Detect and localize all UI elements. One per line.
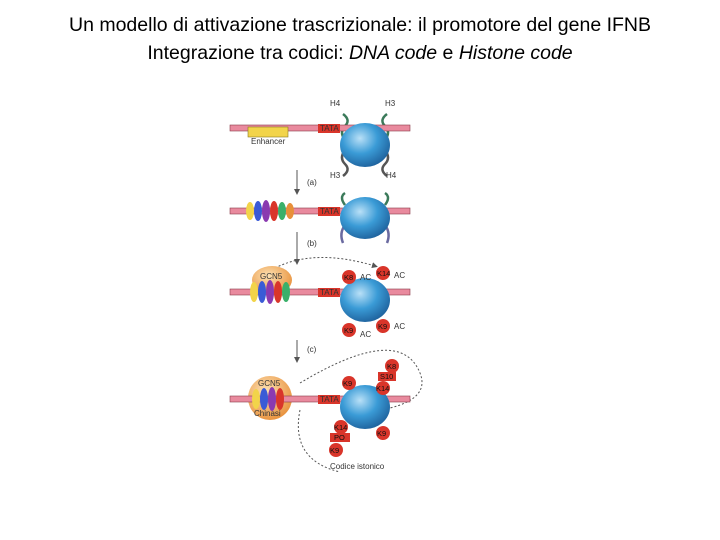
step-c-label: (c) bbox=[307, 345, 317, 354]
h4-top-label: H4 bbox=[330, 99, 341, 108]
mark-k14c: K14 bbox=[334, 423, 347, 432]
nucleosome bbox=[340, 278, 390, 322]
row-b-enhanceosome: TATA bbox=[229, 191, 411, 244]
h4-bottom-label: H4 bbox=[386, 171, 397, 180]
enhanceosome-protein bbox=[282, 282, 290, 302]
enhanceosome-protein bbox=[266, 280, 274, 304]
po-label: PO bbox=[334, 433, 345, 442]
acetyl-mark bbox=[342, 270, 356, 284]
mark-k9d: K9 bbox=[330, 446, 339, 455]
enhanceosome-protein bbox=[274, 281, 282, 303]
acetyl-mark bbox=[342, 376, 356, 390]
mark-k14b: K14 bbox=[376, 384, 389, 393]
h3-top-label: H3 bbox=[385, 99, 396, 108]
enhanceosome-protein bbox=[252, 389, 260, 409]
enhanceosome-protein bbox=[270, 201, 278, 221]
tata-box bbox=[318, 395, 340, 404]
mark-k9c: K9 bbox=[343, 379, 352, 388]
nucleosome bbox=[340, 123, 390, 167]
kinase-arrow bbox=[297, 409, 341, 473]
acetyl-mark bbox=[342, 323, 356, 337]
tata-box bbox=[318, 124, 340, 133]
title-prefix: Integrazione tra codici: bbox=[147, 42, 349, 64]
ac-label: AC bbox=[360, 273, 371, 282]
histone-code-caption: Codice istonico bbox=[330, 462, 385, 471]
phospho-mark bbox=[378, 372, 396, 381]
gcn5-recruit-arrow bbox=[274, 256, 378, 269]
acetyl-mark bbox=[329, 443, 343, 457]
tata-label: TATA bbox=[320, 124, 339, 133]
kinase-label: Chinasi bbox=[254, 409, 281, 418]
mark-k8: K8 bbox=[344, 273, 353, 282]
mark-k14: K14 bbox=[377, 269, 390, 278]
ac-label: AC bbox=[394, 271, 405, 280]
kinase-arrow bbox=[299, 349, 423, 409]
nucleosome bbox=[340, 197, 390, 239]
enhancer-box bbox=[247, 126, 289, 138]
tata-box bbox=[318, 288, 340, 297]
acetyl-mark bbox=[376, 319, 390, 333]
dna-code-text: DNA code bbox=[348, 42, 438, 64]
mark-k9e: K9 bbox=[377, 429, 386, 438]
enhanceosome-protein bbox=[246, 202, 254, 220]
mark-s10: S10 bbox=[380, 372, 393, 381]
gcn5-label: GCN5 bbox=[260, 272, 283, 281]
enhanceosome-protein bbox=[260, 388, 268, 410]
gcn5-label: GCN5 bbox=[258, 379, 281, 388]
enhanceosome-protein bbox=[278, 202, 286, 220]
step-b-label: (b) bbox=[307, 239, 317, 248]
enhanceosome-protein bbox=[258, 281, 266, 303]
enhancer-label: Enhancer bbox=[251, 137, 286, 146]
step-a-label: (a) bbox=[307, 178, 317, 187]
ac-label: AC bbox=[394, 322, 405, 331]
nucleosome bbox=[340, 385, 390, 429]
h3-bottom-label: H3 bbox=[330, 171, 341, 180]
title-line-1: Un modello di attivazione trascrizionale… bbox=[68, 14, 652, 36]
histone-tail bbox=[340, 191, 347, 206]
title-line-2: Integrazione tra codici: DNA code e Hist… bbox=[0, 42, 720, 65]
ac-label: AC bbox=[360, 330, 371, 339]
tata-box bbox=[318, 207, 340, 216]
title-mid: e bbox=[437, 42, 459, 64]
enhanceosome-protein bbox=[250, 282, 258, 302]
enhanceosome-protein bbox=[262, 200, 270, 222]
phospho-mark bbox=[330, 433, 350, 442]
mark-k8b: K8 bbox=[387, 362, 396, 371]
enhanceosome-protein bbox=[276, 388, 284, 410]
histone-tail bbox=[383, 191, 390, 206]
row-a-initial: H4 H3 Enhancer TATA H3 H4 bbox=[229, 99, 411, 180]
acetyl-mark bbox=[376, 381, 390, 395]
enhanceosome-protein bbox=[268, 387, 276, 411]
acetyl-mark bbox=[376, 266, 390, 280]
row-b-acetylation: GCN5 TATA K8 AC K14 AC K9 AC K9 AC bbox=[229, 256, 411, 339]
mark-k9: K9 bbox=[344, 326, 353, 335]
acetyl-mark bbox=[376, 426, 390, 440]
tata-label: TATA bbox=[320, 288, 339, 297]
row-c-phosphorylation: GCN5 Chinasi TATA K9 K8 S10 K14 K14 PO K… bbox=[229, 349, 423, 473]
histone-code-text: Histone code bbox=[458, 42, 573, 64]
acetyl-mark bbox=[334, 420, 348, 434]
mark-k9b: K9 bbox=[378, 322, 387, 331]
enhanceosome-protein bbox=[286, 203, 294, 219]
acetyl-mark bbox=[385, 359, 399, 373]
enhanceosome-protein bbox=[254, 201, 262, 221]
tata-label: TATA bbox=[320, 395, 339, 404]
tata-label: TATA bbox=[320, 207, 339, 216]
